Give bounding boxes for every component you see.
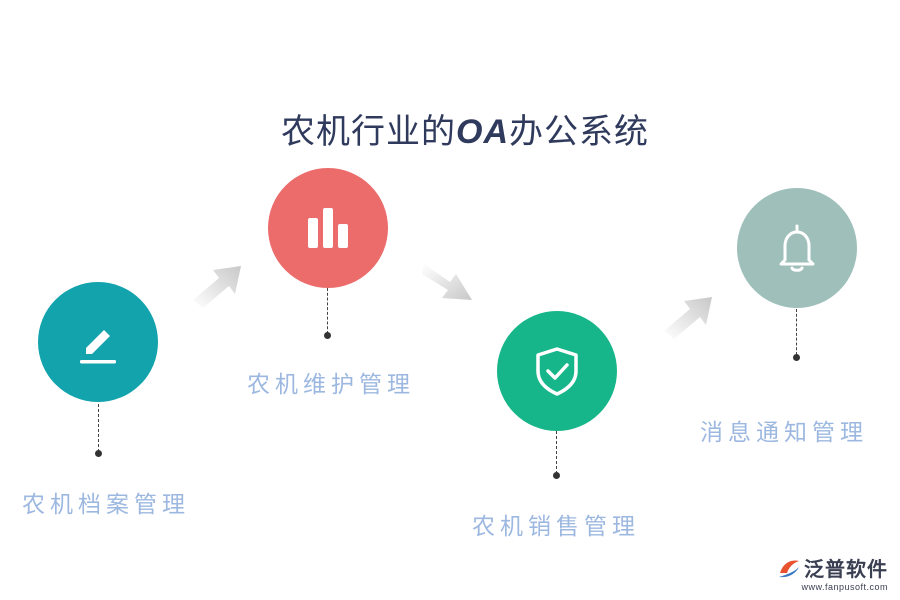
step-4-stem — [796, 309, 797, 355]
step-2-circle — [268, 168, 388, 288]
fanpu-logo-icon — [779, 560, 799, 577]
step-3-dot — [553, 472, 560, 479]
brand-logo: 泛普软件 www.fanpusoft.com — [777, 553, 888, 592]
step-1-dot — [95, 450, 102, 457]
brand-url: www.fanpusoft.com — [801, 582, 888, 592]
step-1-circle — [38, 282, 158, 402]
step-2-dot — [324, 332, 331, 339]
step-3-stem — [556, 431, 557, 474]
step-3-circle — [497, 311, 617, 431]
pencil-icon — [80, 330, 116, 364]
step-1-label: 农机档案管理 — [22, 492, 190, 518]
step-3-label: 农机销售管理 — [472, 514, 640, 540]
step-4-label: 消息通知管理 — [700, 420, 868, 446]
step-2-stem — [327, 288, 328, 334]
arrow-1-icon — [193, 266, 241, 308]
brand-name: 泛普软件 — [804, 557, 888, 581]
bar-chart-icon — [308, 208, 348, 248]
shield-check-icon — [536, 347, 578, 396]
arrow-3-icon — [664, 297, 712, 339]
step-4-dot — [793, 354, 800, 361]
title-prefix: 农机行业的 — [281, 112, 456, 152]
arrow-2-icon — [422, 264, 472, 300]
step-4-circle — [737, 188, 857, 308]
bell-icon — [779, 224, 815, 272]
step-2-label: 农机维护管理 — [247, 372, 415, 398]
title-highlight: OA — [456, 113, 509, 151]
title-suffix: 办公系统 — [509, 112, 649, 152]
step-1-stem — [98, 404, 99, 452]
page-title: 农机行业的OA办公系统 — [0, 104, 900, 153]
